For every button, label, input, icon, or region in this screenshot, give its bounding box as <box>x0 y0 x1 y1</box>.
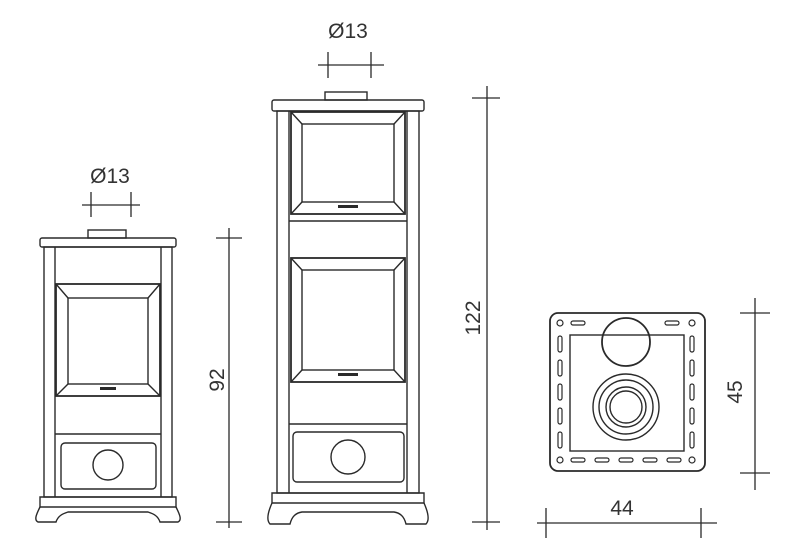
tall-stove-oven-door <box>290 111 406 215</box>
small-stove-flue-label: Ø13 <box>90 165 130 188</box>
top-view-depth-dimension: 45 <box>724 298 770 490</box>
tall-stove-fire-door <box>290 257 406 383</box>
flue-outlet-circle <box>601 317 651 367</box>
small-stove-flue-dimension: Ø13 <box>82 165 140 217</box>
top-view-width-label: 44 <box>610 497 634 520</box>
burner-rings <box>592 373 660 441</box>
tall-stove-flue-label: Ø13 <box>328 20 368 43</box>
small-stove-ash-drawer <box>60 442 157 490</box>
top-view-depth-label: 45 <box>724 380 747 403</box>
small-stove-height-label: 92 <box>206 368 229 391</box>
tall-stove-height-dimension: 122 <box>462 86 500 530</box>
small-stove-fire-door <box>55 283 161 397</box>
small-stove: Ø13 92 <box>35 165 242 528</box>
tall-stove-height-label: 122 <box>462 300 485 335</box>
tall-stove-ash-drawer <box>292 431 405 483</box>
top-view-width-dimension: 44 <box>537 497 717 538</box>
top-view: 45 44 <box>537 298 770 538</box>
small-stove-height-dimension: 92 <box>206 228 242 528</box>
tall-stove-flue-dimension: Ø13 <box>318 20 384 78</box>
tall-stove: Ø13 122 <box>267 20 500 530</box>
